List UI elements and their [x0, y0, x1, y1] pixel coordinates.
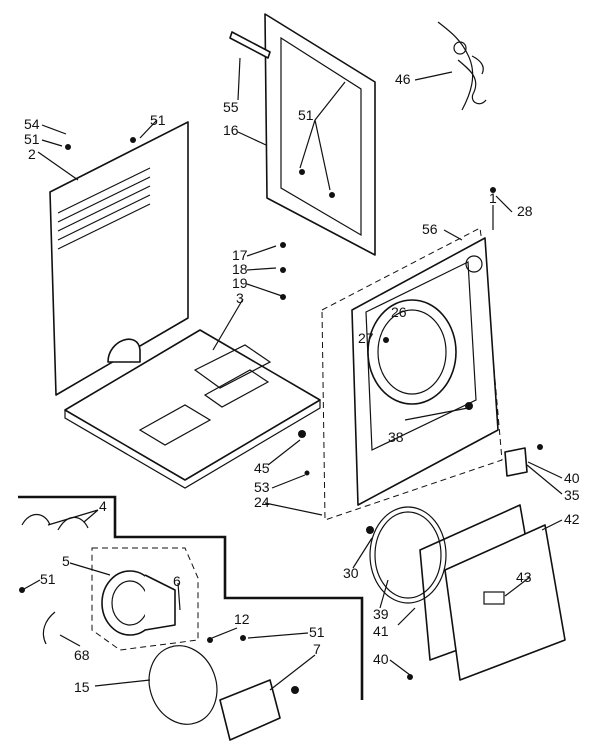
label-40: 40	[564, 470, 580, 486]
part-base	[64, 329, 321, 489]
label-2: 2	[28, 146, 36, 162]
motor-section-outline	[18, 495, 364, 700]
label-16: 16	[223, 122, 239, 138]
label-17: 17	[232, 247, 248, 263]
part-wire-harness	[42, 611, 56, 645]
part-motor	[101, 570, 176, 636]
label-24: 24	[254, 494, 270, 510]
label-51: 51	[298, 107, 314, 123]
part-front-panel	[321, 227, 503, 521]
label-1: 1	[489, 190, 497, 206]
label-38: 38	[388, 429, 404, 445]
part-top-frame	[264, 13, 376, 256]
label-12: 12	[234, 611, 250, 627]
label-42: 42	[564, 511, 580, 527]
part-labels: 54 51 2 51 55 16 51 46 28 1 56 17 18 19 …	[24, 71, 580, 695]
label-3: 3	[236, 290, 244, 306]
label-56: 56	[422, 221, 438, 237]
leader-lines	[23, 57, 563, 691]
part-door	[419, 504, 566, 681]
label-15: 15	[74, 679, 90, 695]
label-51: 51	[40, 571, 56, 587]
label-28: 28	[517, 203, 533, 219]
label-40: 40	[373, 651, 389, 667]
label-53: 53	[254, 479, 270, 495]
label-27: 27	[358, 330, 374, 346]
fasteners	[19, 137, 543, 694]
label-41: 41	[373, 623, 389, 639]
label-51: 51	[309, 624, 325, 640]
label-55: 55	[223, 99, 239, 115]
part-strip	[229, 31, 271, 59]
label-4: 4	[99, 498, 107, 514]
part-power-cord	[437, 21, 487, 111]
label-68: 68	[74, 647, 90, 663]
label-35: 35	[564, 487, 580, 503]
part-side-panel	[49, 121, 189, 396]
label-43: 43	[516, 569, 532, 585]
label-18: 18	[232, 261, 248, 277]
label-5: 5	[62, 553, 70, 569]
part-hinge	[504, 447, 528, 477]
label-45: 45	[254, 460, 270, 476]
part-motor-clips	[21, 513, 89, 531]
label-54: 54	[24, 116, 40, 132]
label-7: 7	[313, 641, 321, 657]
label-30: 30	[343, 565, 359, 581]
part-idler-bracket	[219, 679, 281, 741]
label-51: 51	[150, 112, 166, 128]
label-19: 19	[232, 275, 248, 291]
label-51: 51	[24, 131, 40, 147]
label-6: 6	[173, 573, 181, 589]
part-door-gasket	[369, 506, 447, 604]
part-belt	[148, 645, 218, 725]
label-26: 26	[391, 304, 407, 320]
label-39: 39	[373, 606, 389, 622]
label-46: 46	[395, 71, 411, 87]
